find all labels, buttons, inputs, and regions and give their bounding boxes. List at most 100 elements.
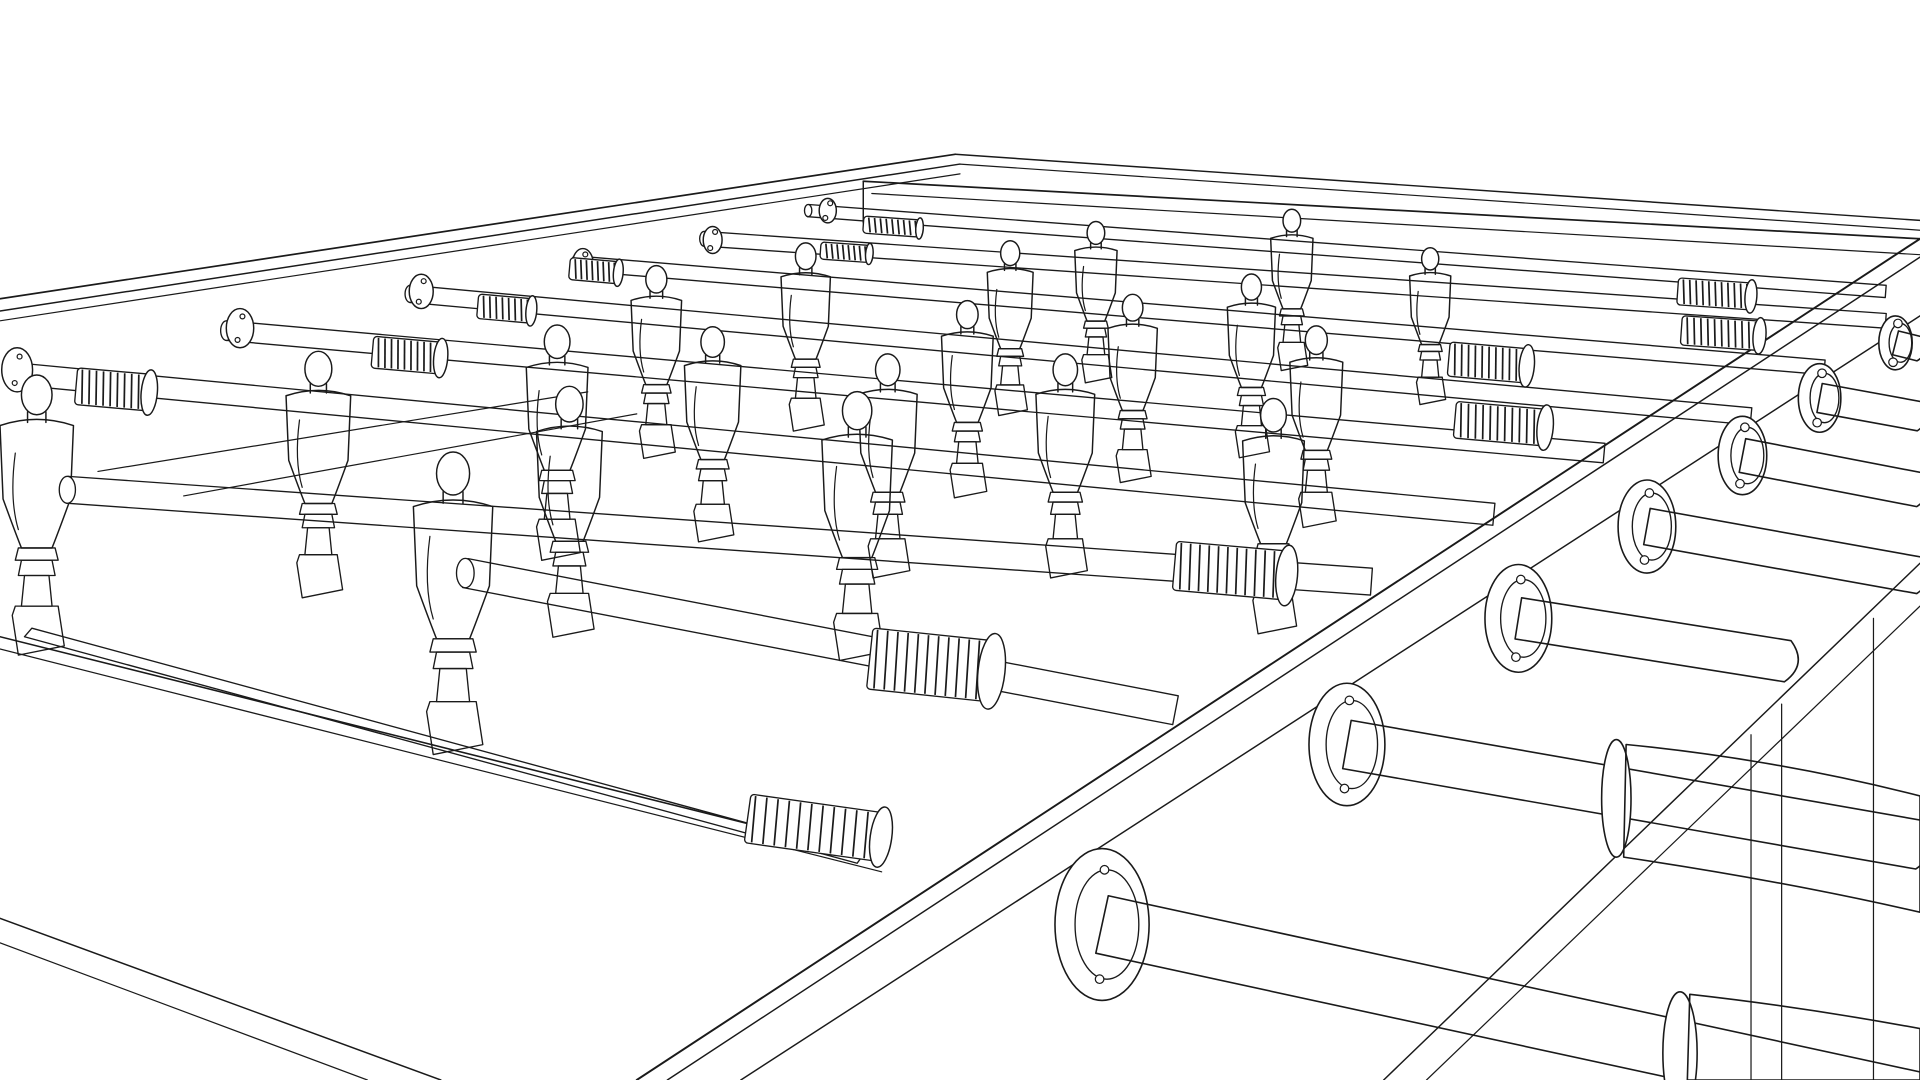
spring-coil xyxy=(1467,344,1470,377)
spring-coil xyxy=(852,245,857,261)
foosball-player xyxy=(1269,208,1314,372)
spring-coil xyxy=(1216,546,1220,593)
screw-hole xyxy=(11,379,18,387)
screw-hole xyxy=(234,336,241,343)
grip-collar xyxy=(1662,991,1698,1080)
player-foot xyxy=(1115,448,1152,484)
foosball-player xyxy=(857,353,918,579)
spring-coil xyxy=(1178,542,1183,590)
bumper-spring xyxy=(1676,277,1758,314)
spring-coil xyxy=(1533,409,1536,444)
field-edge-near xyxy=(0,635,883,858)
screw-hole xyxy=(1099,864,1110,875)
spring-collar xyxy=(1518,343,1536,388)
spring-collar xyxy=(1752,316,1767,355)
spring-coil xyxy=(1734,320,1737,348)
spring-coil xyxy=(954,638,961,698)
player-leg xyxy=(999,365,1021,386)
spring-coil xyxy=(863,811,869,859)
spring-coil xyxy=(1720,282,1724,307)
spring-coil xyxy=(514,298,517,321)
spring-body xyxy=(743,793,885,862)
player-neck xyxy=(309,382,328,394)
player-leg xyxy=(645,402,668,426)
player-shade xyxy=(1252,463,1259,529)
foosball-player xyxy=(940,299,994,499)
handle-mount-ring xyxy=(1730,426,1765,485)
player-collar xyxy=(1047,491,1084,503)
spring-collar xyxy=(1274,544,1299,607)
spring-coil xyxy=(1503,406,1507,442)
player-shade xyxy=(1081,265,1086,312)
back-wall-top xyxy=(862,180,1920,240)
player-collar xyxy=(695,458,730,470)
player-body xyxy=(0,418,75,549)
player-leg xyxy=(874,513,901,540)
spring-coil xyxy=(390,339,393,369)
back-wall-rail xyxy=(954,153,1920,222)
spring-coil xyxy=(762,797,768,845)
spring-coil xyxy=(501,297,504,320)
players xyxy=(0,208,1452,756)
foosball-player xyxy=(683,326,742,543)
far-wall-rail-inner xyxy=(0,163,961,312)
bumper-spring xyxy=(370,335,449,379)
spring-coil xyxy=(1225,546,1229,594)
player-head xyxy=(304,350,333,388)
player-body xyxy=(821,433,894,559)
player-body xyxy=(1289,357,1344,452)
spring-coil xyxy=(1234,547,1239,595)
spring-coil xyxy=(867,217,872,233)
player-head xyxy=(1121,293,1144,322)
player-foot xyxy=(296,554,344,599)
player-body xyxy=(1269,234,1314,310)
spring-coil xyxy=(403,340,406,370)
screw-hole xyxy=(1344,695,1355,706)
player-body xyxy=(285,389,352,505)
bumper-spring xyxy=(476,293,538,327)
spring-coil xyxy=(1713,319,1716,347)
player-leg xyxy=(20,574,53,607)
player-collar xyxy=(1278,308,1305,317)
spring-coil xyxy=(1206,545,1211,592)
spring-coil xyxy=(495,296,498,319)
spring-coil xyxy=(1688,279,1692,305)
spring-coil xyxy=(830,243,834,259)
screw-hole xyxy=(1094,974,1105,985)
spring-coil xyxy=(384,338,386,368)
spring-coil xyxy=(585,260,588,280)
spring-coil xyxy=(429,342,432,372)
screw-hole xyxy=(1511,652,1521,663)
spring-coil xyxy=(488,296,492,319)
player-collar xyxy=(552,551,587,567)
spring-coil xyxy=(1481,345,1484,378)
player-collar xyxy=(538,469,576,482)
player-head xyxy=(1052,353,1079,387)
player-collar xyxy=(1417,343,1443,353)
player-leg xyxy=(1086,336,1106,356)
player-neck xyxy=(442,490,464,504)
player-shade xyxy=(536,390,543,456)
mounting-plate xyxy=(0,347,34,393)
spring-coil xyxy=(520,298,523,322)
player-foot xyxy=(949,462,988,499)
spring-coil xyxy=(840,808,847,856)
spring-coil xyxy=(1707,281,1711,306)
foosball-player xyxy=(525,324,589,561)
player-shade xyxy=(949,354,956,411)
spring-coil xyxy=(607,262,611,282)
spring-collar xyxy=(432,337,449,379)
spring-body xyxy=(476,293,533,324)
player-collar xyxy=(643,392,670,405)
back-wall-rail-inner xyxy=(959,163,1920,231)
spring-coil xyxy=(1474,404,1477,439)
spring-coil xyxy=(885,218,889,234)
spring-coil xyxy=(1727,320,1730,348)
player-collar xyxy=(998,355,1023,367)
spring-coil xyxy=(596,261,600,281)
handle-shaft xyxy=(1738,437,1920,508)
screw-hole xyxy=(415,298,422,305)
spring-coil xyxy=(773,799,780,846)
player-collar xyxy=(1238,394,1265,407)
spring-coil xyxy=(102,371,105,406)
